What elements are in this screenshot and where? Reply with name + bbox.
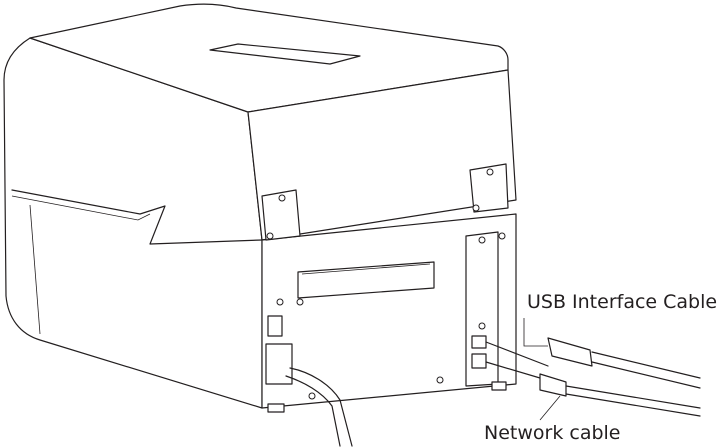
paper-slot bbox=[297, 261, 435, 299]
power-cable bbox=[289, 367, 353, 447]
usb-port bbox=[471, 335, 487, 349]
network-cable-label: Network cable bbox=[484, 422, 621, 444]
left-hinge bbox=[261, 189, 301, 241]
network-cable bbox=[485, 361, 701, 417]
lid-seam bbox=[11, 189, 263, 245]
usb-interface-cable-label: USB Interface Cable bbox=[527, 291, 718, 313]
printer-top-lid bbox=[29, 3, 509, 113]
lid-slot bbox=[209, 43, 361, 65]
power-switch bbox=[267, 315, 283, 337]
right-hinge bbox=[469, 163, 509, 213]
power-socket bbox=[265, 343, 293, 385]
printer-rear-cover bbox=[247, 69, 517, 241]
usb-leader-line bbox=[523, 318, 548, 347]
network-leader-line bbox=[539, 395, 561, 421]
printer-left-side bbox=[3, 37, 263, 409]
usb-cable bbox=[485, 337, 701, 389]
network-port bbox=[471, 353, 487, 369]
printer-rear-panel bbox=[261, 213, 517, 409]
